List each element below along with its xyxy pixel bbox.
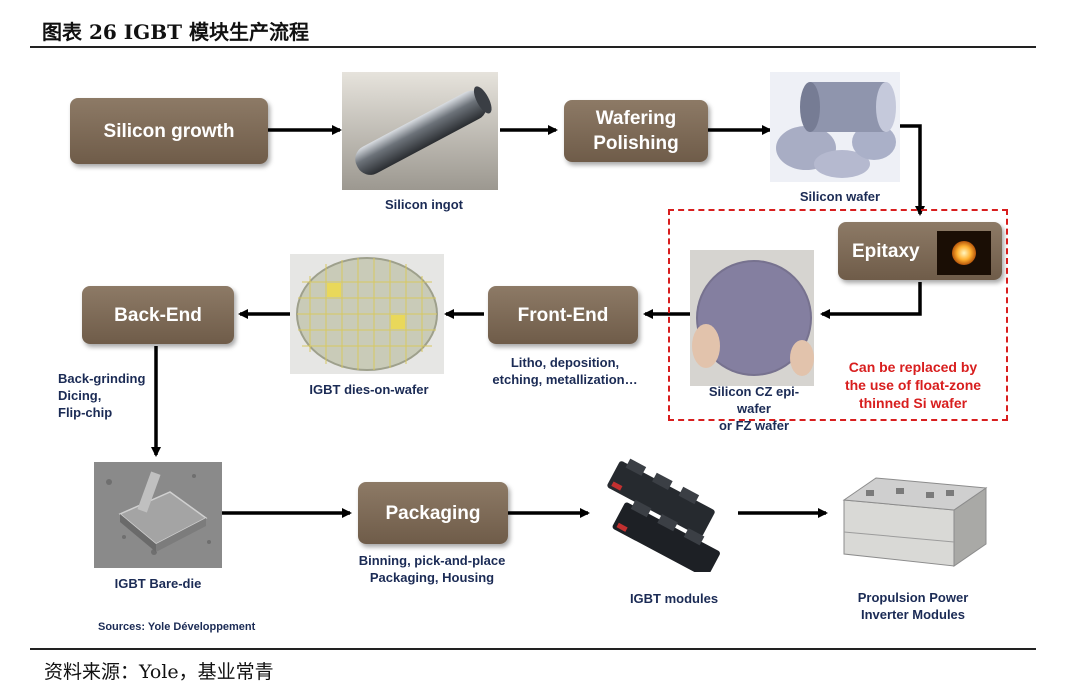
front-end-box: Front-End [488,286,638,344]
bare-die-caption: IGBT Bare-die [114,576,202,591]
epitaxy-glow-icon [937,231,991,275]
bare-die-image [94,462,222,568]
cz-wafer-image [690,250,814,386]
back-end-box: Back-End [82,286,234,344]
front-end-steps-caption: Litho, deposition, etching, metallizatio… [492,355,638,387]
top-rule [30,46,1036,48]
dies-wafer-image [290,254,444,374]
wafering-polishing-box: Wafering Polishing [564,100,708,162]
silicon-wafer-caption: Silicon wafer [799,189,881,204]
packaging-steps-caption: Binning, pick-and-place Packaging, Housi… [358,553,506,585]
inverter-modules-caption: Propulsion Power Inverter Modules [857,590,969,622]
source-note: 资料来源：Yole，基业常青 [44,661,274,683]
silicon-ingot-caption: Silicon ingot [385,197,463,212]
arrow-wafer-epitaxy [900,124,925,216]
back-end-steps-caption: Back-grinding Dicing, Flip-chip [58,371,146,420]
sources-caption: Sources: Yole Développement [98,621,256,633]
figure-title: 图表 26 IGBT 模块生产流程 [42,20,309,44]
igbt-module-image [594,458,738,572]
ingot-image [342,72,498,190]
cz-wafer-caption: Silicon CZ epi- wafer or FZ wafer [708,384,800,433]
wafer-stack-image [770,72,900,182]
packaging-box: Packaging [358,482,508,544]
epitaxy-label: Epitaxy [852,240,920,262]
dies-on-wafer-caption: IGBT dies-on-wafer [309,382,429,397]
inverter-module-image [836,470,996,582]
arrow-epitaxy-czwafer [820,282,922,319]
bottom-rule [30,648,1036,650]
igbt-modules-caption: IGBT modules [629,591,719,606]
silicon-growth-box: Silicon growth [70,98,268,164]
replace-note: Can be replaced by the use of float-zone… [844,359,982,411]
replaceable-region [668,209,1008,421]
